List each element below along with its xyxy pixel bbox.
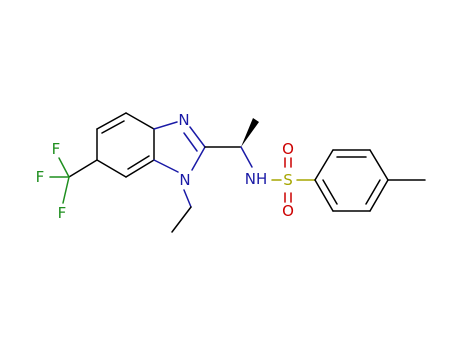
atom-nh-label: NH: [245, 170, 268, 188]
bond-c-f-bottom: [62, 176, 70, 204]
bond-ar6-ar1: [314, 179, 334, 212]
bond-c6-c7: [96, 159, 127, 178]
bond-c6-cf3: [68, 159, 98, 178]
bond-n1-ch2: [183, 189, 192, 208]
atom-n3-label: N: [178, 111, 189, 129]
bond-chiral-nh: [240, 146, 253, 168]
atom-f-top-label: F: [52, 140, 61, 158]
bond-ar4-ar5-inner: [365, 179, 381, 205]
bond-n3-c2-double: [183, 132, 198, 152]
bond-ar6-ar1-inner: [322, 179, 338, 205]
wedge-bond-methyl: [241, 118, 259, 147]
bond-c7a-c4: [125, 112, 155, 130]
atom-n1-label: N: [179, 171, 190, 189]
bond-c4-c5-inner: [101, 120, 125, 134]
bond-c7-c3a: [125, 159, 155, 178]
atom-f-bottom-label: F: [58, 204, 67, 222]
atom-o-top-label: O: [282, 140, 294, 158]
atom-o-bottom-label: O: [282, 202, 294, 220]
bond-ethyl: [171, 206, 192, 233]
bond-n1-c3a: [153, 159, 179, 173]
atom-f-left-label: F: [36, 168, 45, 186]
bond-n3-c2: [189, 126, 206, 148]
bond-c2-n1: [191, 146, 206, 171]
bond-c-f-top: [58, 157, 70, 178]
bond-c4-c5: [96, 112, 127, 130]
atom-s-label: S: [283, 171, 293, 189]
bond-c7-c3a-inner: [127, 155, 150, 170]
bond-ar1-ar2: [314, 149, 334, 181]
bond-ar4-ar5: [369, 179, 389, 212]
bond-c7a-n3: [153, 121, 178, 130]
bond-ar3-ar4: [369, 149, 389, 181]
